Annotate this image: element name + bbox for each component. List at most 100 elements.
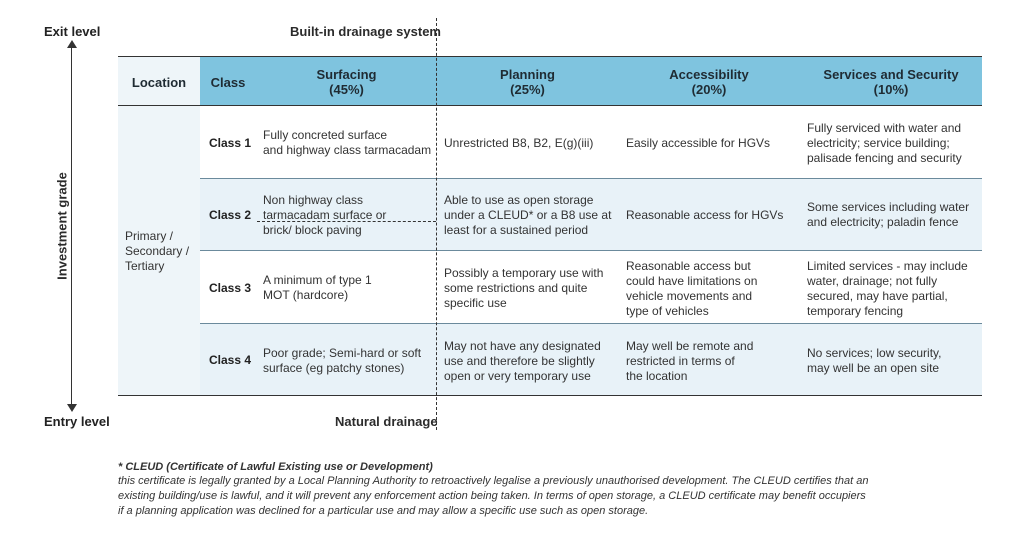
cell-line: May not have any designated	[444, 339, 601, 353]
cell-line: vehicle movements and	[626, 289, 753, 303]
cell-line: use and therefore be slightly	[444, 354, 595, 368]
cell-line: Reasonable access for HGVs	[626, 208, 784, 222]
cell-line: temporary fencing	[807, 304, 904, 318]
row-divider	[200, 178, 982, 179]
surfacing-cell: Poor grade; Semi-hard or soft surface (e…	[263, 346, 421, 376]
services-cell: Limited services - may include water, dr…	[807, 259, 968, 319]
cell-line: Fully concreted surface	[263, 128, 388, 142]
cell-line: may well be an open site	[807, 361, 940, 375]
surfacing-cell: Fully concreted surface and highway clas…	[263, 128, 431, 158]
header-surfacing-title: Surfacing	[316, 67, 377, 82]
header-accessibility-weight: (20%)	[691, 82, 727, 97]
cell-line: open or very temporary use	[444, 369, 591, 383]
header-bottom-rule	[118, 105, 982, 106]
footnote-title: * CLEUD (Certificate of Lawful Existing …	[118, 461, 433, 473]
cell-line: could have limitations on	[626, 274, 758, 288]
arrow-up-icon	[67, 40, 77, 48]
cell-line: Able to use as open storage	[444, 193, 594, 207]
drainage-divider-horizontal	[257, 221, 436, 222]
cell-line: Non highway class	[263, 193, 364, 207]
class-2-label: Class 2	[209, 208, 252, 222]
class-1-label: Class 1	[209, 136, 252, 150]
accessibility-cell: May well be remote and restricted in ter…	[626, 339, 753, 384]
cell-line: and highway class tarmacadam	[263, 143, 432, 157]
footnote-line: existing building/use is lawful, and it …	[118, 490, 866, 502]
cell-line: type of vehicles	[626, 304, 709, 318]
entry-level-label: Entry level	[44, 414, 110, 429]
footnote-body: this certificate is legally granted by a…	[118, 474, 978, 519]
cell-line: Unrestricted B8, B2, E(g)(iii)	[444, 136, 594, 150]
accessibility-cell: Easily accessible for HGVs	[626, 136, 770, 151]
cell-line: the location	[626, 369, 688, 383]
services-cell: No services; low security, may well be a…	[807, 346, 941, 376]
location-column	[118, 106, 200, 395]
row-divider	[200, 323, 982, 324]
planning-cell: Able to use as open storage under a CLEU…	[444, 193, 611, 238]
surfacing-cell: A minimum of type 1 MOT (hardcore)	[263, 273, 372, 303]
investment-axis-line	[71, 46, 72, 406]
class-4-label: Class 4	[209, 353, 252, 367]
cell-line: No services; low security,	[807, 346, 942, 360]
cell-line: Poor grade; Semi-hard or soft	[263, 346, 422, 360]
cell-line: and electricity; paladin fence	[807, 215, 959, 229]
investment-grade-label: Investment grade	[54, 172, 70, 280]
location-line: Primary /	[125, 229, 173, 243]
table-bottom-rule	[118, 395, 982, 396]
drainage-divider-vertical	[436, 18, 437, 430]
table-top-rule	[118, 56, 982, 57]
exit-level-label: Exit level	[44, 24, 101, 39]
header-class: Class	[210, 75, 246, 90]
header-bar	[200, 57, 982, 105]
natural-drainage-label: Natural drainage	[335, 414, 438, 429]
cell-line: A minimum of type 1	[263, 273, 372, 287]
cell-line: restricted in terms of	[626, 354, 735, 368]
cell-line: palisade fencing and security	[807, 151, 962, 165]
header-location-bg	[118, 57, 200, 105]
header-services: Services and Security (10%)	[800, 67, 982, 97]
cell-line: Easily accessible for HGVs	[626, 136, 771, 150]
header-surfacing-weight: (45%)	[329, 82, 364, 97]
cell-line: least for a sustained period	[444, 223, 589, 237]
cell-line: surface (eg patchy stones)	[263, 361, 405, 375]
row-divider	[200, 250, 982, 251]
built-in-drainage-label: Built-in drainage system	[290, 24, 441, 39]
cell-line: Possibly a temporary use with	[444, 266, 604, 280]
footnote-line: this certificate is legally granted by a…	[118, 475, 869, 487]
services-cell: Fully serviced with water and electricit…	[807, 121, 962, 166]
cell-line: Fully serviced with water and	[807, 121, 962, 135]
footnote-line: if a planning application was declined f…	[118, 505, 649, 517]
cell-line: Some services including water	[807, 200, 970, 214]
header-planning: Planning (25%)	[437, 67, 618, 97]
cell-line: electricity; service building;	[807, 136, 950, 150]
cell-line: some restrictions and quite	[444, 281, 588, 295]
services-cell: Some services including water and electr…	[807, 200, 969, 230]
header-planning-title: Planning	[500, 67, 555, 82]
table-row	[200, 323, 982, 395]
header-accessibility-title: Accessibility	[669, 67, 749, 82]
planning-cell: May not have any designated use and ther…	[444, 339, 601, 384]
surfacing-cell: Non highway class tarmacadam surface or …	[263, 193, 386, 238]
arrow-down-icon	[67, 404, 77, 412]
accessibility-cell: Reasonable access for HGVs	[626, 208, 783, 223]
cell-line: MOT (hardcore)	[263, 288, 349, 302]
header-surfacing: Surfacing (45%)	[257, 67, 436, 97]
header-services-title: Services and Security	[823, 67, 959, 82]
class-3-label: Class 3	[209, 281, 252, 295]
header-services-weight: (10%)	[873, 82, 909, 97]
location-line: Secondary /	[125, 244, 190, 258]
cell-line: secured, may have partial,	[807, 289, 948, 303]
accessibility-cell: Reasonable access but could have limitat…	[626, 259, 757, 319]
table-row	[200, 178, 982, 250]
cell-line: brick/ block paving	[263, 223, 362, 237]
location-line: Tertiary	[125, 259, 165, 273]
header-location: Location	[131, 75, 187, 90]
planning-cell: Possibly a temporary use with some restr…	[444, 266, 603, 311]
cell-line: May well be remote and	[626, 339, 754, 353]
location-cell: Primary / Secondary / Tertiary	[125, 229, 199, 274]
cell-line: Reasonable access but	[626, 259, 751, 273]
cell-line: water, drainage; not fully	[807, 274, 938, 288]
planning-cell: Unrestricted B8, B2, E(g)(iii)	[444, 136, 593, 151]
cell-line: specific use	[444, 296, 507, 310]
cell-line: tarmacadam surface or	[263, 208, 387, 222]
header-planning-weight: (25%)	[510, 82, 545, 97]
